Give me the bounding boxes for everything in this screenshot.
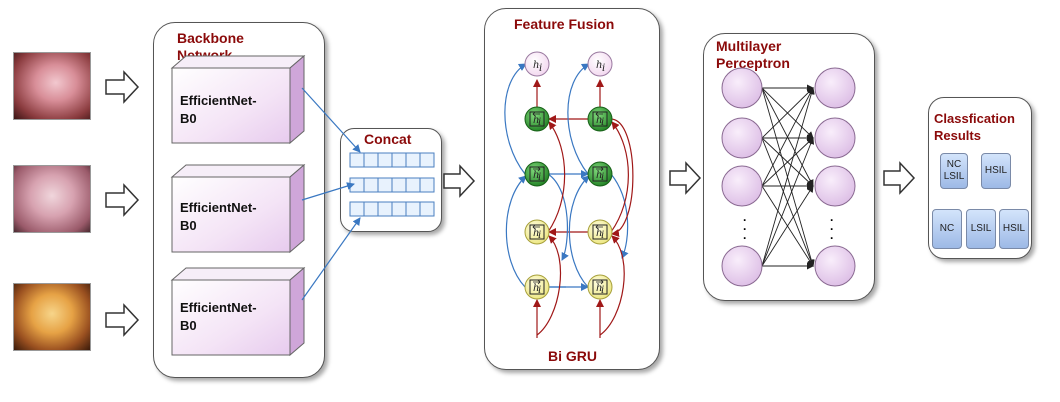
svg-text:h: h xyxy=(596,170,602,181)
svg-text:h: h xyxy=(596,115,602,126)
svg-text:i: i xyxy=(538,172,541,183)
mlp-output-node xyxy=(814,67,856,109)
mlp-edge xyxy=(761,137,814,187)
concat-cell xyxy=(377,152,393,168)
concat-cell xyxy=(419,152,435,168)
bigru-connections xyxy=(504,63,634,338)
input-image-1 xyxy=(13,52,91,120)
svg-text:i: i xyxy=(538,230,541,241)
efficientnet-label-2: EfficientNet- B0 xyxy=(180,200,257,233)
svg-text:h: h xyxy=(533,170,539,181)
mlp-input-node xyxy=(721,245,763,287)
concat-cell xyxy=(363,177,379,193)
concat-cell xyxy=(377,201,393,217)
class-box-nc-lsil: NC LSIL xyxy=(940,153,968,189)
svg-text:h: h xyxy=(596,228,602,239)
mlp-output-node xyxy=(814,245,856,287)
mlp-input-node xyxy=(721,67,763,109)
concat-cell xyxy=(349,201,365,217)
mlp-edge xyxy=(761,185,814,267)
concat-cell xyxy=(363,152,379,168)
gru-hidden-node: hi xyxy=(524,106,550,132)
concat-cell xyxy=(405,177,421,193)
class-box-hsil-bottom: HSIL xyxy=(999,209,1029,249)
svg-text:h: h xyxy=(596,283,602,294)
svg-text:h: h xyxy=(533,115,539,126)
efficientnet-label-1: EfficientNet- B0 xyxy=(180,93,257,126)
mlp-edges xyxy=(761,84,815,270)
mlp-input-node xyxy=(721,117,763,159)
class-box-hsil-top: HSIL xyxy=(981,153,1011,189)
concat-cell xyxy=(405,152,421,168)
concat-cell xyxy=(377,177,393,193)
concat-cell xyxy=(405,201,421,217)
mlp-output-node xyxy=(814,165,856,207)
concat-cell xyxy=(363,201,379,217)
svg-text:i: i xyxy=(539,63,542,74)
flow-arrow-image2 xyxy=(105,183,140,217)
flow-arrow-image1 xyxy=(105,70,140,104)
efficientnet-block-1 xyxy=(170,54,306,145)
concat-cell xyxy=(419,177,435,193)
input-image-3 xyxy=(13,283,91,351)
concat-title: Concat xyxy=(364,131,412,147)
svg-text:i: i xyxy=(601,172,604,183)
mlp-input-node xyxy=(721,165,763,207)
flow-arrow-concat xyxy=(443,164,476,198)
gru-hidden-node: hi xyxy=(587,106,613,132)
gru-input-node: hi xyxy=(524,219,550,245)
concat-grid xyxy=(349,152,435,217)
flow-arrow-image3 xyxy=(105,303,140,337)
efficientnet-block-2 xyxy=(170,163,306,254)
feature-fusion-title: Feature Fusion xyxy=(514,16,615,32)
input-image-2 xyxy=(13,165,91,233)
svg-text:i: i xyxy=(538,285,541,296)
flow-arrow-fusion xyxy=(669,161,702,195)
mlp-ellipsis-right: · · · xyxy=(830,213,834,245)
flow-arrows xyxy=(105,70,916,337)
efficientnet-label-3: EfficientNet- B0 xyxy=(180,300,257,333)
concat-cell xyxy=(391,152,407,168)
svg-text:h: h xyxy=(533,228,539,239)
svg-text:h: h xyxy=(533,60,539,71)
mlp-edge xyxy=(761,87,814,187)
mlp-edge xyxy=(761,137,815,267)
gru-hidden-node: hi xyxy=(587,161,613,187)
svg-text:i: i xyxy=(538,117,541,128)
mlp-title: Multilayer Perceptron xyxy=(716,38,790,71)
gru-input-node: hi xyxy=(587,219,613,245)
mlp-output-node xyxy=(814,117,856,159)
svg-text:i: i xyxy=(601,285,604,296)
class-box-lsil: LSIL xyxy=(966,209,996,249)
svg-text:h: h xyxy=(596,60,602,71)
mlp-edge xyxy=(761,87,814,139)
gru-input-node: hi xyxy=(524,274,550,300)
feature-fusion-panel xyxy=(484,8,660,370)
gru-input-node: hi xyxy=(587,274,613,300)
mlp-edge xyxy=(761,87,815,267)
concat-cell xyxy=(419,201,435,217)
bigru-label: Bi GRU xyxy=(548,348,597,364)
gru-hidden-node: hi xyxy=(524,161,550,187)
class-box-nc: NC xyxy=(932,209,962,249)
concat-cell xyxy=(391,177,407,193)
concat-cell xyxy=(349,152,365,168)
mlp-ellipsis-left: · · · xyxy=(743,213,747,245)
flow-arrow-mlp xyxy=(883,161,916,195)
svg-text:h: h xyxy=(533,283,539,294)
concat-cell xyxy=(391,201,407,217)
mlp-nodes xyxy=(721,67,856,287)
svg-text:i: i xyxy=(601,117,604,128)
svg-text:i: i xyxy=(602,63,605,74)
classification-title: Classfication Results xyxy=(934,111,1015,143)
svg-text:i: i xyxy=(601,230,604,241)
backbone-to-concat-arrows xyxy=(301,87,361,301)
efficientnet-block-3 xyxy=(170,266,306,357)
